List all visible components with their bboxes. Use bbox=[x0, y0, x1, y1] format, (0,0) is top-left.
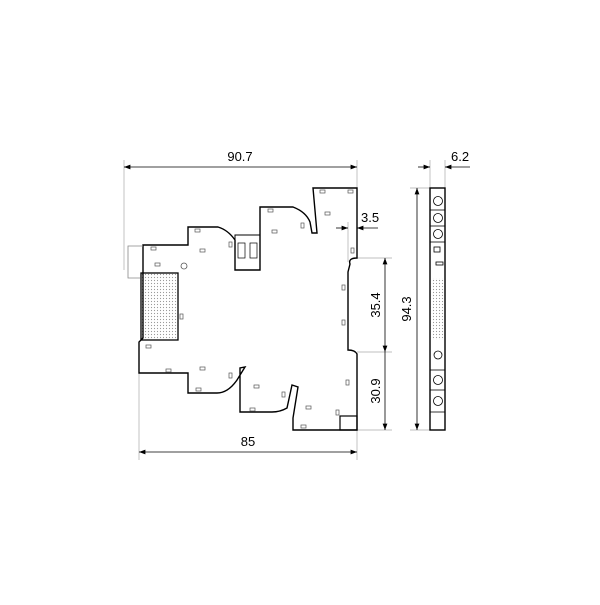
relay-socket bbox=[234, 234, 261, 271]
dim-total-height: 94.3 bbox=[399, 296, 414, 321]
dim-upper-height: 35.4 bbox=[368, 292, 383, 317]
dim-lower-height: 30.9 bbox=[368, 378, 383, 403]
dim-overall-width: 90.7 bbox=[227, 149, 252, 164]
relay-front-view bbox=[127, 187, 358, 431]
extension-lines bbox=[123, 160, 446, 460]
relay-side-view bbox=[429, 187, 446, 431]
dim-base-width: 85 bbox=[241, 434, 255, 449]
dimension-lines bbox=[124, 164, 470, 455]
hatched-label-area bbox=[140, 272, 179, 341]
din-clip bbox=[127, 245, 143, 279]
dim-offset: 3.5 bbox=[361, 210, 379, 225]
terminal-box bbox=[339, 415, 358, 431]
dim-thickness: 6.2 bbox=[451, 149, 469, 164]
